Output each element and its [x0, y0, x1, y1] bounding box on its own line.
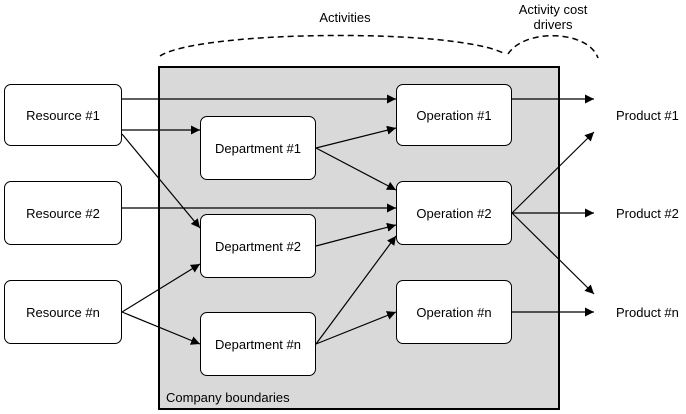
connection-arrow [315, 125, 397, 149]
product-label-1: Product #1 [616, 108, 679, 123]
activities-label: Activities [319, 10, 371, 25]
department-node-n: Department #n [200, 312, 316, 376]
resource-node-n: Resource #n [4, 280, 122, 344]
resource-node-label: Resource #n [26, 304, 100, 320]
operation-node-label: Operation #n [416, 304, 492, 320]
resource-node-1: Resource #1 [4, 84, 122, 146]
connection-arrow [121, 133, 201, 229]
operation-node-2: Operation #2 [396, 181, 512, 245]
resource-node-2: Resource #2 [4, 181, 122, 245]
resource-node-label: Resource #2 [26, 205, 100, 221]
connection-arrow [315, 147, 397, 191]
operation-node-label: Operation #1 [416, 107, 492, 123]
department-node-2: Department #2 [200, 214, 316, 278]
department-node-label: Department #2 [215, 238, 301, 254]
department-node-label: Department #n [215, 336, 301, 352]
product-label-n: Product #n [616, 305, 679, 320]
connection-arrow [511, 131, 595, 214]
connection-arrow [315, 235, 397, 345]
company-boundaries-label: Company boundaries [166, 390, 290, 405]
connection-arrow [511, 212, 595, 295]
department-node-label: Department #1 [215, 140, 301, 156]
operation-node-1: Operation #1 [396, 84, 512, 146]
resource-node-label: Resource #1 [26, 107, 100, 123]
product-label-2: Product #2 [616, 206, 679, 221]
activity-cost-drivers-bracket [507, 35, 599, 59]
department-node-1: Department #1 [200, 116, 316, 180]
connection-arrow [315, 222, 397, 247]
operation-node-label: Operation #2 [416, 205, 492, 221]
connection-arrow [315, 311, 397, 345]
connection-arrow [121, 263, 201, 313]
connection-arrow [121, 311, 201, 345]
activities-bracket [159, 34, 506, 57]
operation-node-n: Operation #n [396, 280, 512, 344]
